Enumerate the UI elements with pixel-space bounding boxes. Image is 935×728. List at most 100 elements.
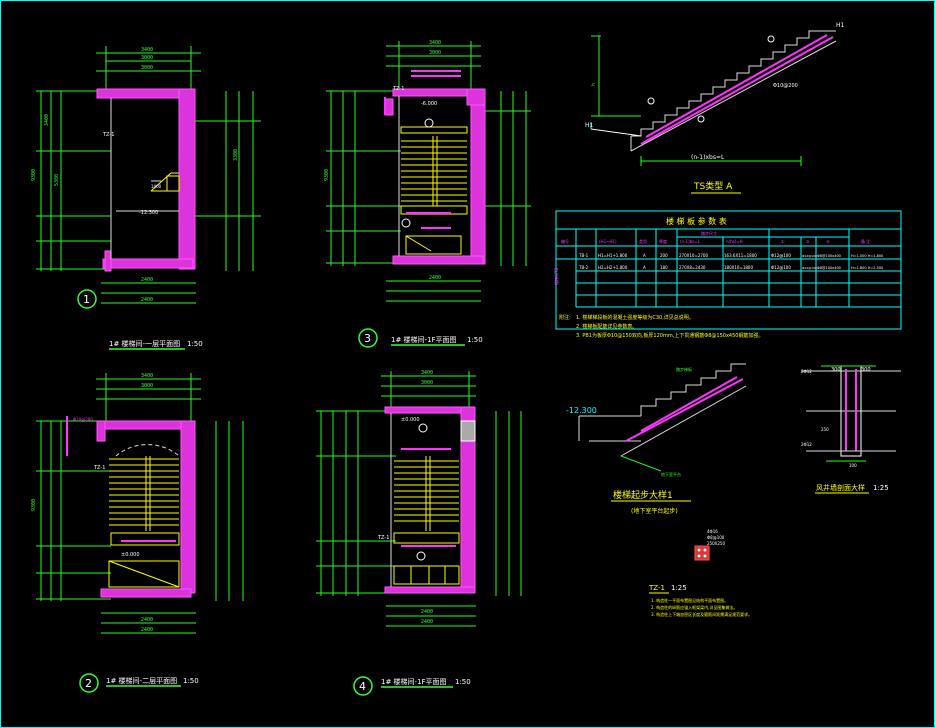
tz-title: TZ-1	[648, 584, 665, 592]
table-cell: Φ12@100	[771, 253, 791, 258]
table-cell: H=1.800 H=2.500	[851, 266, 883, 270]
dim-text: 3000	[429, 50, 441, 56]
dim-text: 9300	[324, 169, 330, 181]
table-header: 类型	[639, 238, 647, 244]
elev-label: ±0.000	[401, 417, 420, 423]
label-tz: TZ-1	[102, 132, 114, 138]
dim-text: 3400	[44, 114, 50, 126]
plan-title: 1# 楼梯间-1F平面图	[391, 335, 457, 344]
detail2-scale: 1:25	[873, 484, 889, 492]
dim-text: 5300	[54, 174, 60, 186]
plan-scale: 1:50	[455, 678, 471, 686]
dim-text: 3000	[141, 65, 153, 71]
tz-note: 1. 构造柱一平面布置图见结构平面布置图。	[651, 597, 728, 603]
label-tz: TZ-1	[377, 535, 389, 541]
label-tz: TZ-1	[93, 465, 105, 471]
table-title: 楼 梯 板 参 数 表	[666, 216, 727, 226]
table-header: n(hs)=H	[726, 239, 743, 244]
plan-2: 3400 3000 9300	[31, 373, 244, 693]
ts-rebar: Φ10@200	[773, 83, 798, 89]
table-header: ②	[806, 239, 810, 244]
dim-text: 2400	[141, 617, 153, 623]
dim-text: 3300	[233, 149, 239, 161]
detail2-dim: 250	[821, 427, 829, 432]
ts-h1: H1	[836, 22, 845, 29]
table-side-label: 楼梯间TB	[553, 268, 559, 285]
table-cell: Φ12@100	[771, 265, 791, 270]
table-cell: A	[643, 253, 646, 258]
plan-number-circle	[358, 328, 378, 348]
dim-text: 9300	[31, 169, 37, 181]
table-cell: A	[643, 265, 646, 270]
dim-text: 3400	[421, 370, 433, 376]
tz-scale: 1:25	[671, 584, 687, 592]
table-header: 备 注	[861, 238, 870, 244]
table-cell: H1=H1+1.800	[598, 253, 628, 258]
ts-title: TS类型 A	[693, 180, 733, 192]
dim-text: 2400	[141, 627, 153, 633]
table-group-header: 踏步尺寸	[701, 230, 717, 236]
ts-h1-low: H1	[585, 122, 594, 129]
elev-label: -6.000	[421, 101, 437, 107]
table-cell: 270X10=2700	[679, 253, 708, 258]
param-table: 楼 梯 板 参 数 表 踏步尺寸 编号 (H1~H1) 类型 厚度 (n-1)b…	[553, 210, 902, 339]
table-cell: 270X8=2430	[679, 265, 706, 270]
plan-number: 2	[85, 677, 92, 690]
table-header: ①	[781, 239, 785, 244]
ts-bottom-label: (n-1)xbs=L	[691, 154, 725, 161]
table-cell: TB-2	[578, 265, 589, 270]
table-cell: TB-1	[578, 253, 589, 258]
detail2-title: 风井墙剖面大样	[816, 483, 865, 492]
dim-text: 3000	[421, 380, 433, 386]
table-row: TB-1 H1=H1+1.800 A 200 270X10=2700 163.6…	[578, 253, 883, 258]
stair-treads	[108, 456, 180, 588]
tz-note: 3. 构造柱上下端加密区长度及箍筋间距需满足规范要求。	[651, 611, 752, 617]
detail2-dim: 300	[831, 367, 841, 373]
dim-text: 3400	[429, 40, 441, 46]
tz1-detail: 4Φ16 Φ8@100 250X250 TZ-1 1:25 1. 构造柱一平面布…	[648, 529, 752, 617]
table-header: ③	[826, 239, 830, 244]
detail-callout: 地下室平台	[661, 471, 681, 477]
dim-text: 3400	[141, 373, 153, 379]
detail-subtitle: (地下室平台起步)	[631, 507, 678, 515]
tz-stir: Φ8@100	[707, 535, 725, 540]
plan-3: 3400 3000 9300	[324, 40, 531, 348]
detail2-rebar: 2Φ12	[801, 369, 812, 374]
table-cell: Φ12@100	[802, 266, 817, 270]
label-tz: TZ-1	[392, 86, 404, 92]
wind-well-detail: 300 300 100 250 2Φ12 2Φ12 风井墙剖面大样 1:25	[801, 365, 901, 494]
tz-note: 2. 构造柱的纵筋应锚入框架梁内,详见图集做法。	[651, 604, 737, 610]
table-header: 编号	[561, 238, 569, 244]
dim-text: 9300	[31, 499, 37, 511]
table-cell: 180X10=1800	[724, 265, 753, 270]
tz-size: 250X250	[707, 541, 725, 546]
table-cell: H2=H2+1.800	[598, 265, 628, 270]
table-header: (H1~H1)	[599, 239, 617, 244]
plan-title: 1# 楼梯间-一层平面图	[109, 339, 180, 348]
table-row: TB-2 H2=H2+1.800 A 180 270X8=2430 180X10…	[578, 265, 883, 270]
plan-number-circle	[79, 673, 99, 693]
plan-title: 1# 楼梯间-二层平面图	[106, 676, 177, 685]
h-label: h	[591, 83, 597, 86]
detail-elev: -12.300	[566, 406, 597, 415]
stair-treads	[400, 126, 468, 255]
stair-treads	[393, 456, 460, 585]
dim-text: 3400	[141, 47, 153, 53]
dim-text: 2400	[141, 277, 153, 283]
elev-label: ±0.000	[121, 552, 140, 558]
table-header: 厚度	[659, 238, 667, 244]
table-note: 1. 楼梯梯段板的混凝土强度等级为C30,详见总说明。	[576, 314, 694, 321]
detail2-rebar: 2Φ12	[801, 442, 812, 447]
detail2-dim: 300	[861, 367, 871, 373]
dim-text: 3000	[141, 55, 153, 61]
plan-scale: 1:50	[183, 677, 199, 685]
table-cell: Φ8@100x400	[817, 254, 841, 258]
table-note: 2. 楼梯板配筋详见参数表。	[576, 323, 637, 330]
dim-text: 2400	[421, 609, 433, 615]
plan-4: 3400 3000	[316, 370, 522, 696]
table-cell: H=1.000 H=1.800	[851, 254, 883, 258]
plan-scale: 1:50	[187, 340, 203, 348]
dim-text: 2400	[141, 297, 153, 303]
plan-number-circle	[77, 289, 97, 309]
